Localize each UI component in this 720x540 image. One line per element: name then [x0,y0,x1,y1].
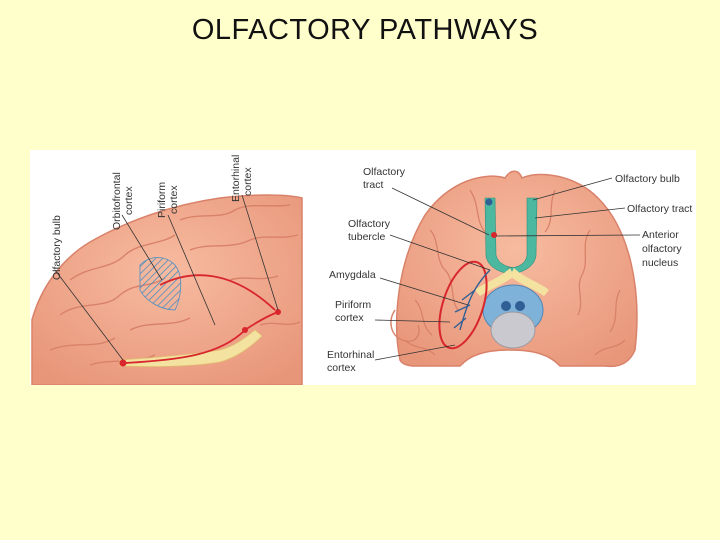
label-piriform-2: cortex [168,185,180,214]
right-leader-lines [374,177,641,361]
label-entorhinal-1: Entorhinal [327,349,374,361]
mammillary-left [501,301,511,311]
left-brain-view: Olfactory bulb Orbitofrontal cortex Piri… [31,155,303,385]
right-bulb-node [485,198,493,206]
left-olfactory-tract [119,329,263,367]
label-piriform-2: cortex [335,312,364,324]
pons [490,311,536,349]
label-orbitofrontal-1: Orbitofrontal [111,172,123,230]
label-olfactory-tract-right: Olfactory tract [627,203,692,215]
temporal-swirl [390,309,420,342]
right-gyri [404,189,626,356]
left-piriform-node [242,327,248,333]
left-leader-lines [54,194,279,361]
label-entorhinal-2: cortex [242,167,254,196]
label-amygdala: Amygdala [329,269,376,281]
left-entorhinal-node [275,309,281,315]
mammillary-right [515,301,525,311]
amygdala-highlight [438,260,488,350]
label-orbitofrontal-2: cortex [123,186,135,215]
anterior-nucleus-node [491,232,497,238]
label-entorhinal-1: Entorhinal [230,155,242,202]
label-olfactory-bulb-right: Olfactory bulb [615,173,680,185]
label-olfactory-tract-left-2: tract [363,179,384,191]
olfactory-pathways-figure: Olfactory bulb Orbitofrontal cortex Piri… [30,150,696,385]
label-anterior-2: olfactory [642,243,682,255]
label-olfactory-tubercle-2: tubercle [348,231,386,243]
label-anterior-1: Anterior [642,229,679,241]
left-bulb-node [119,359,127,367]
label-piriform-1: Piriform [335,299,371,311]
label-olfactory-bulb-left: Olfactory bulb [51,215,63,280]
label-olfactory-tract-left-1: Olfactory [363,166,406,178]
label-piriform-1: Piriform [156,182,168,218]
label-anterior-3: nucleus [642,257,678,269]
slide-title: OLFACTORY PATHWAYS [191,14,539,46]
label-entorhinal-2: cortex [327,362,356,374]
orbitofrontal-hatch [139,257,182,311]
right-brain-view: Olfactory tract Olfactory tubercle Amygd… [327,166,692,374]
amygdala-branches [453,269,491,331]
label-olfactory-tubercle-1: Olfactory [348,218,391,230]
figure-svg: Olfactory bulb Orbitofrontal cortex Piri… [31,155,692,385]
right-olfactory-tracts [475,197,549,296]
